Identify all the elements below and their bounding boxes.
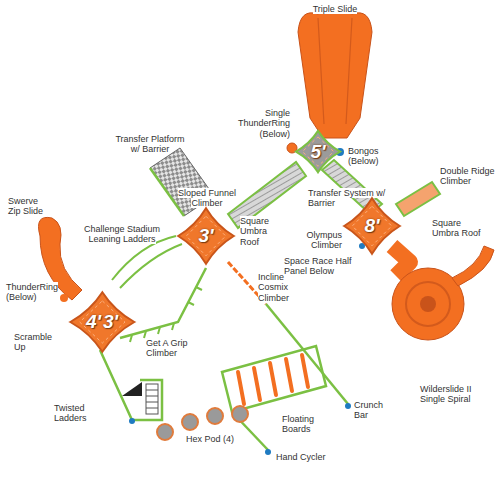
part-label: Single ThunderRing (Below) [228,108,290,139]
part-label: Olympus Climber [292,230,342,251]
double-ridge-climber [396,182,440,216]
part-label: Sloped Funnel Climber [172,188,242,209]
deck-height: 4' [86,311,101,333]
part-label: Wilderslide II Single Spiral [420,384,496,405]
part-label: Twisted Ladders [54,403,114,424]
part-label: Double Ridge Climber [440,166,496,187]
part-label: Crunch Bar [354,400,398,421]
part-label: Floating Boards [282,414,334,435]
get-a-grip-climber [120,268,206,338]
part-label: Square Umbra Roof [240,216,288,247]
part-label: Bongos (Below) [348,146,394,167]
deck-height: 3' [198,225,213,247]
part-label: Scramble Up [14,332,58,353]
deck-platform: 5' [295,130,341,173]
part-label: Get A Grip Climber [146,338,206,359]
post [265,449,271,455]
deck-height: 3' [103,311,118,333]
deck-platform: 3' [177,207,235,265]
part-label: Incline Cosmix Climber [258,272,314,303]
crunch-bar [266,304,348,404]
part-label: Hand Cycler [276,452,326,462]
part-label: Hex Pod (4) [186,434,240,444]
part-label: ThunderRing (Below) [6,282,62,303]
grip-rungs [130,287,202,342]
deck-platform: 8' [343,197,401,255]
floating-boards [222,346,326,412]
part-label: Swerve Zip Slide [8,196,48,217]
twisted-ladders [100,350,162,424]
part-label: Challenge Stadium Leaning Ladders [80,224,164,245]
part-label: Square Umbra Roof [432,218,482,239]
triple-slide [298,8,372,138]
part-label: Space Race Half Panel Below [284,256,362,277]
deck-height: 5' [310,141,325,163]
part-label: Transfer Platform w/ Barrier [110,134,190,155]
thunderring [60,294,68,302]
deck-platform: 4'3' [69,291,136,353]
part-label: Triple Slide [310,4,360,14]
spiral-slide [392,246,494,340]
post [345,403,351,409]
deck-shape [69,291,136,353]
deck-height: 8' [364,215,379,237]
